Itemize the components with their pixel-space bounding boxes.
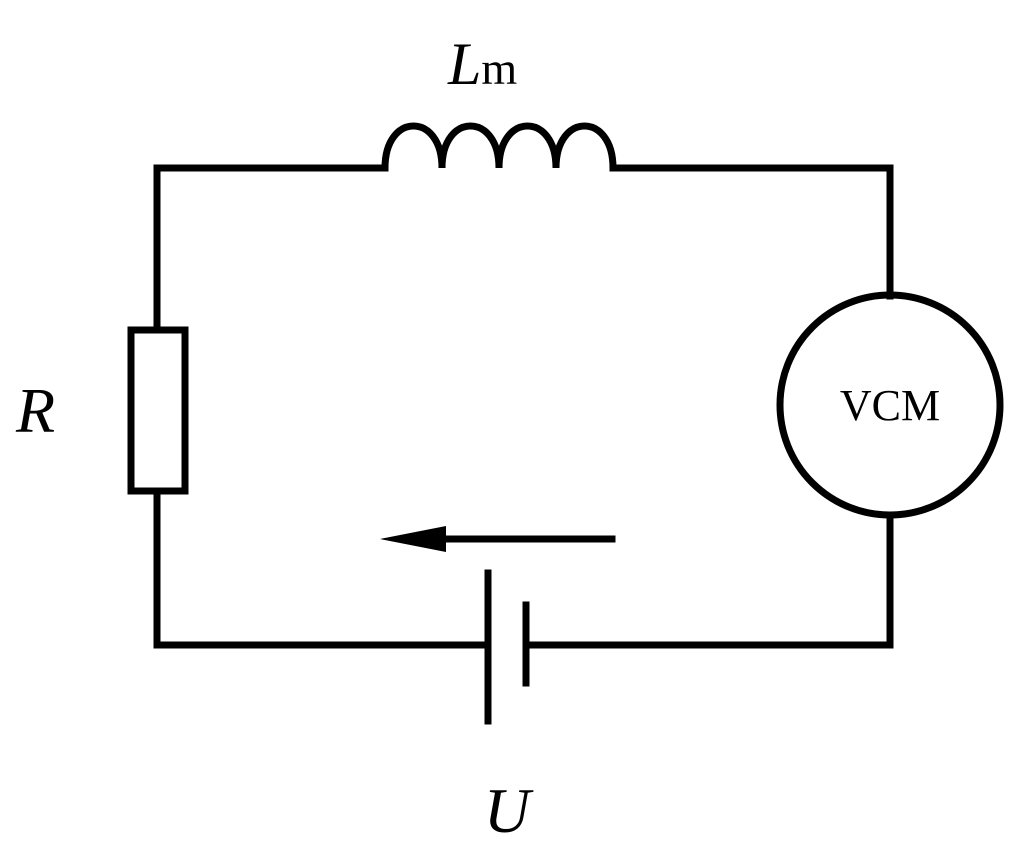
inductor-label: Lm [447,31,517,97]
inductor-symbol: L [447,31,481,97]
wire-left-bottom [153,487,492,649]
wire-right-bottom [522,511,894,649]
current-arrow-head [380,526,446,552]
wire-top-right [611,164,894,300]
vcm-label: VCM [840,381,940,430]
inductor-coil [381,122,617,172]
source-label: U [484,775,534,846]
inductor-subscript: m [481,43,517,94]
resistor [127,326,189,495]
resistor-label: R [15,375,55,446]
